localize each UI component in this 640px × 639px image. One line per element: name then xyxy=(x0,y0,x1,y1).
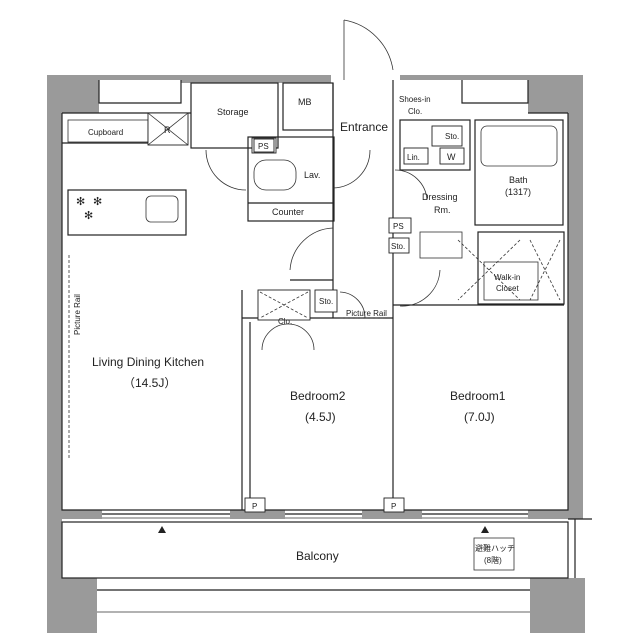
room-bath-size: (1317) xyxy=(505,187,531,197)
room-ldk-size: （14.5J） xyxy=(123,376,176,390)
room-bath: Bath xyxy=(509,175,528,185)
label-clo: Clo. xyxy=(278,317,292,326)
room-shoes-clo: Clo. xyxy=(408,107,422,116)
room-entrance: Entrance xyxy=(340,120,388,134)
ps-box-1 xyxy=(253,138,275,153)
label-sto-1: Sto. xyxy=(445,132,459,141)
room-ldk-name: Living Dining Kitchen xyxy=(92,355,204,369)
stove-icon: ✻ ✻ ✻ xyxy=(76,196,102,222)
interior-lines xyxy=(61,19,592,613)
label-picture-rail-1: Picture Rail xyxy=(73,294,82,335)
label-p-2: P xyxy=(391,502,396,511)
label-hatch: 避難ハッチ xyxy=(475,543,515,553)
p-box-1 xyxy=(244,497,266,513)
label-hatch-floor: (8階) xyxy=(484,555,502,565)
room-balcony: Balcony xyxy=(296,549,339,563)
label-ps-1: PS xyxy=(258,142,269,151)
room-bedroom1-size: (7.0J) xyxy=(464,410,495,424)
svg-text:✻: ✻ xyxy=(76,196,85,208)
label-lin: Lin. xyxy=(407,153,420,162)
room-dressing: Dressing xyxy=(422,192,458,202)
label-ps-2: PS xyxy=(393,222,404,231)
walls xyxy=(47,75,585,633)
room-dressing-rm: Rm. xyxy=(434,205,451,215)
room-shoes: Shoes-in xyxy=(399,95,431,104)
room-bedroom1-name: Bedroom1 xyxy=(450,389,506,403)
room-cupboard: Cupboard xyxy=(88,128,123,137)
room-bedroom2-size: (4.5J) xyxy=(305,410,336,424)
room-counter: Counter xyxy=(272,207,304,217)
svg-text:✻: ✻ xyxy=(93,196,102,208)
room-lav: Lav. xyxy=(304,170,320,180)
room-walkin: Walk-in xyxy=(494,273,520,282)
label-w: W xyxy=(447,152,456,162)
room-bedroom2-name: Bedroom2 xyxy=(290,389,346,403)
label-picture-rail-2: Picture Rail xyxy=(346,309,387,318)
room-storage: Storage xyxy=(217,107,249,117)
room-walkin-closet: Closet xyxy=(496,284,519,293)
room-mb: MB xyxy=(298,97,312,107)
label-p-1: P xyxy=(252,502,257,511)
label-r: R xyxy=(164,125,171,135)
svg-text:✻: ✻ xyxy=(84,210,93,222)
p-box-2 xyxy=(383,497,405,513)
label-sto-2: Sto. xyxy=(391,242,405,251)
label-sto-3: Sto. xyxy=(319,297,333,306)
